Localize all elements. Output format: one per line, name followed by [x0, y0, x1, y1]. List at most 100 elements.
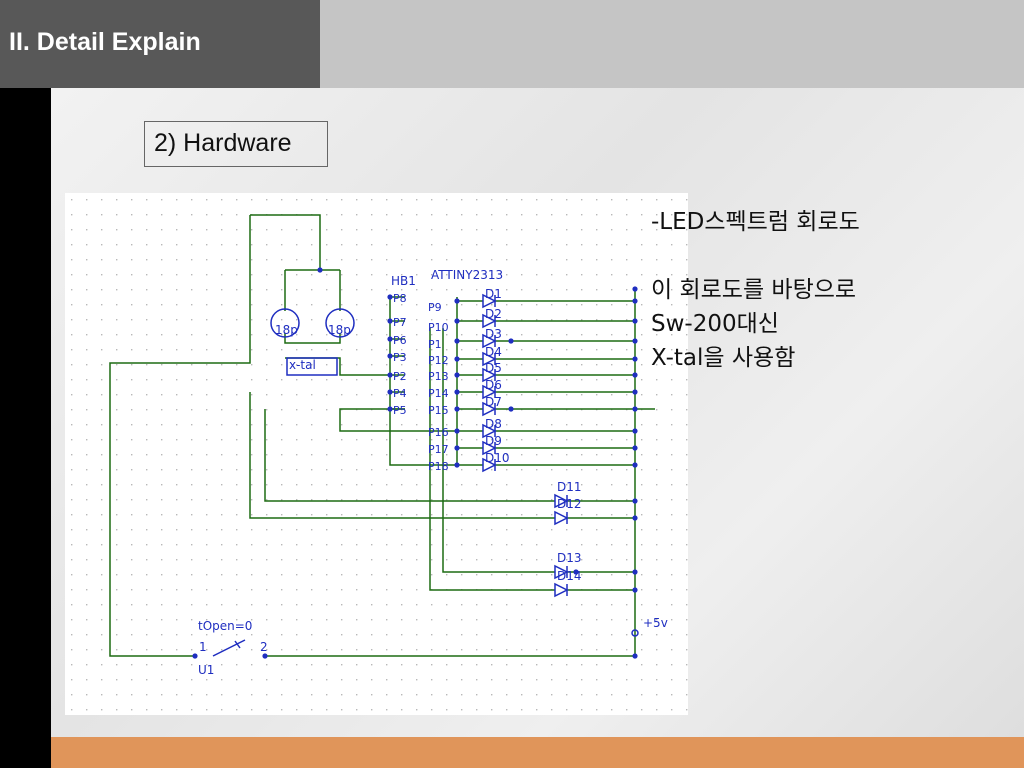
switch-pin1-label: 1 [199, 640, 207, 654]
junction-node [317, 267, 323, 273]
junction-node [454, 298, 460, 304]
diode-d12 [554, 510, 569, 526]
section-label: 2) Hardware [144, 121, 328, 167]
junction-node [454, 389, 460, 395]
junction-node [454, 406, 460, 412]
components [212, 293, 639, 657]
junction-node [632, 587, 638, 593]
crystal-label: x-tal [289, 358, 316, 372]
diode-d1 [482, 293, 497, 309]
junction-node [632, 389, 638, 395]
junction-node [454, 445, 460, 451]
diode-d4 [482, 351, 497, 367]
junction-node [387, 372, 393, 378]
description-line-1: -LED스펙트럼 회로도 [651, 209, 860, 235]
header-name-label: HB1 [391, 274, 416, 288]
wire [389, 297, 457, 466]
diode-label: D12 [557, 497, 582, 511]
supply-label: +5v [643, 616, 668, 630]
header-pin-label: P4 [393, 387, 407, 400]
wire [442, 328, 555, 573]
junction-node [454, 356, 460, 362]
diode-label: D7 [485, 395, 502, 409]
diode-label: D4 [485, 345, 502, 359]
chip-pin-label: P17 [428, 443, 449, 456]
junction-node [262, 653, 268, 659]
junction-nodes [192, 267, 638, 659]
junction-node [387, 294, 393, 300]
chip-pin-label: P14 [428, 387, 449, 400]
wire [284, 333, 341, 344]
junction-node [508, 338, 514, 344]
crystal-box [286, 357, 338, 376]
junction-node [632, 356, 638, 362]
junction-node [454, 462, 460, 468]
left-sidebar-strip [0, 88, 51, 768]
junction-node [632, 569, 638, 575]
diode-label: D11 [557, 480, 582, 494]
chip-pin-label: P9 [428, 301, 442, 314]
diode-d3 [482, 333, 497, 349]
page-title: II. Detail Explain [0, 0, 320, 88]
capacitor-label-right: 18p [328, 323, 351, 337]
junction-node [454, 372, 460, 378]
description-line-2: 이 회로도를 바탕으로 [651, 277, 857, 303]
junction-node [454, 428, 460, 434]
capacitor-left [270, 308, 300, 338]
header-pin-label: P5 [393, 404, 407, 417]
diode-label: D2 [485, 307, 502, 321]
junction-node [632, 338, 638, 344]
diode-d9 [482, 440, 497, 456]
diode-d11 [554, 493, 569, 509]
header-pin-label: P7 [393, 316, 407, 329]
diode-label: D10 [485, 451, 510, 465]
junction-node [508, 406, 514, 412]
diode-d5 [482, 367, 497, 383]
wire [109, 215, 251, 657]
footer-accent-bar [51, 737, 1024, 768]
junction-node [632, 515, 638, 521]
diode-label: D8 [485, 417, 502, 431]
junction-node [632, 286, 638, 292]
diode-d8 [482, 423, 497, 439]
junction-node [454, 338, 460, 344]
switch-lever [212, 639, 246, 657]
chip-pin-label: P12 [428, 354, 449, 367]
switch-arrow [234, 640, 241, 649]
header-pin-label: P6 [393, 334, 407, 347]
junction-node [632, 653, 638, 659]
junction-node [632, 406, 638, 412]
junction-node [454, 318, 460, 324]
wire [250, 214, 321, 270]
chip-pin-label: P18 [428, 460, 449, 473]
chip-pin-label: P13 [428, 370, 449, 383]
junction-node [632, 372, 638, 378]
chip-pin-label: P1 [428, 338, 442, 351]
diode-label: D3 [485, 327, 502, 341]
diode-label: D6 [485, 378, 502, 392]
wire [264, 409, 555, 502]
chip-pin-label: P15 [428, 404, 449, 417]
capacitor-label-left: 18p [275, 323, 298, 337]
diode-d7 [482, 401, 497, 417]
junction-node [387, 389, 393, 395]
junction-node [632, 498, 638, 504]
description-line-4: X-tal을 사용함 [651, 345, 796, 371]
junction-node [387, 406, 393, 412]
chip-name-label: ATTINY2313 [431, 268, 503, 282]
junction-node [632, 428, 638, 434]
header-pin-label: P8 [393, 292, 407, 305]
junction-node [632, 318, 638, 324]
diode-d2 [482, 313, 497, 329]
junction-node [573, 569, 579, 575]
junction-node [387, 353, 393, 359]
junction-node [632, 445, 638, 451]
capacitor-right [325, 308, 355, 338]
switch-pin2-label: 2 [260, 640, 268, 654]
supply-terminal [631, 629, 639, 637]
chip-pin-label: P10 [428, 321, 449, 334]
junction-node [387, 318, 393, 324]
wire [249, 392, 555, 519]
diode-label: D1 [485, 287, 502, 301]
diode-d14 [554, 582, 569, 598]
